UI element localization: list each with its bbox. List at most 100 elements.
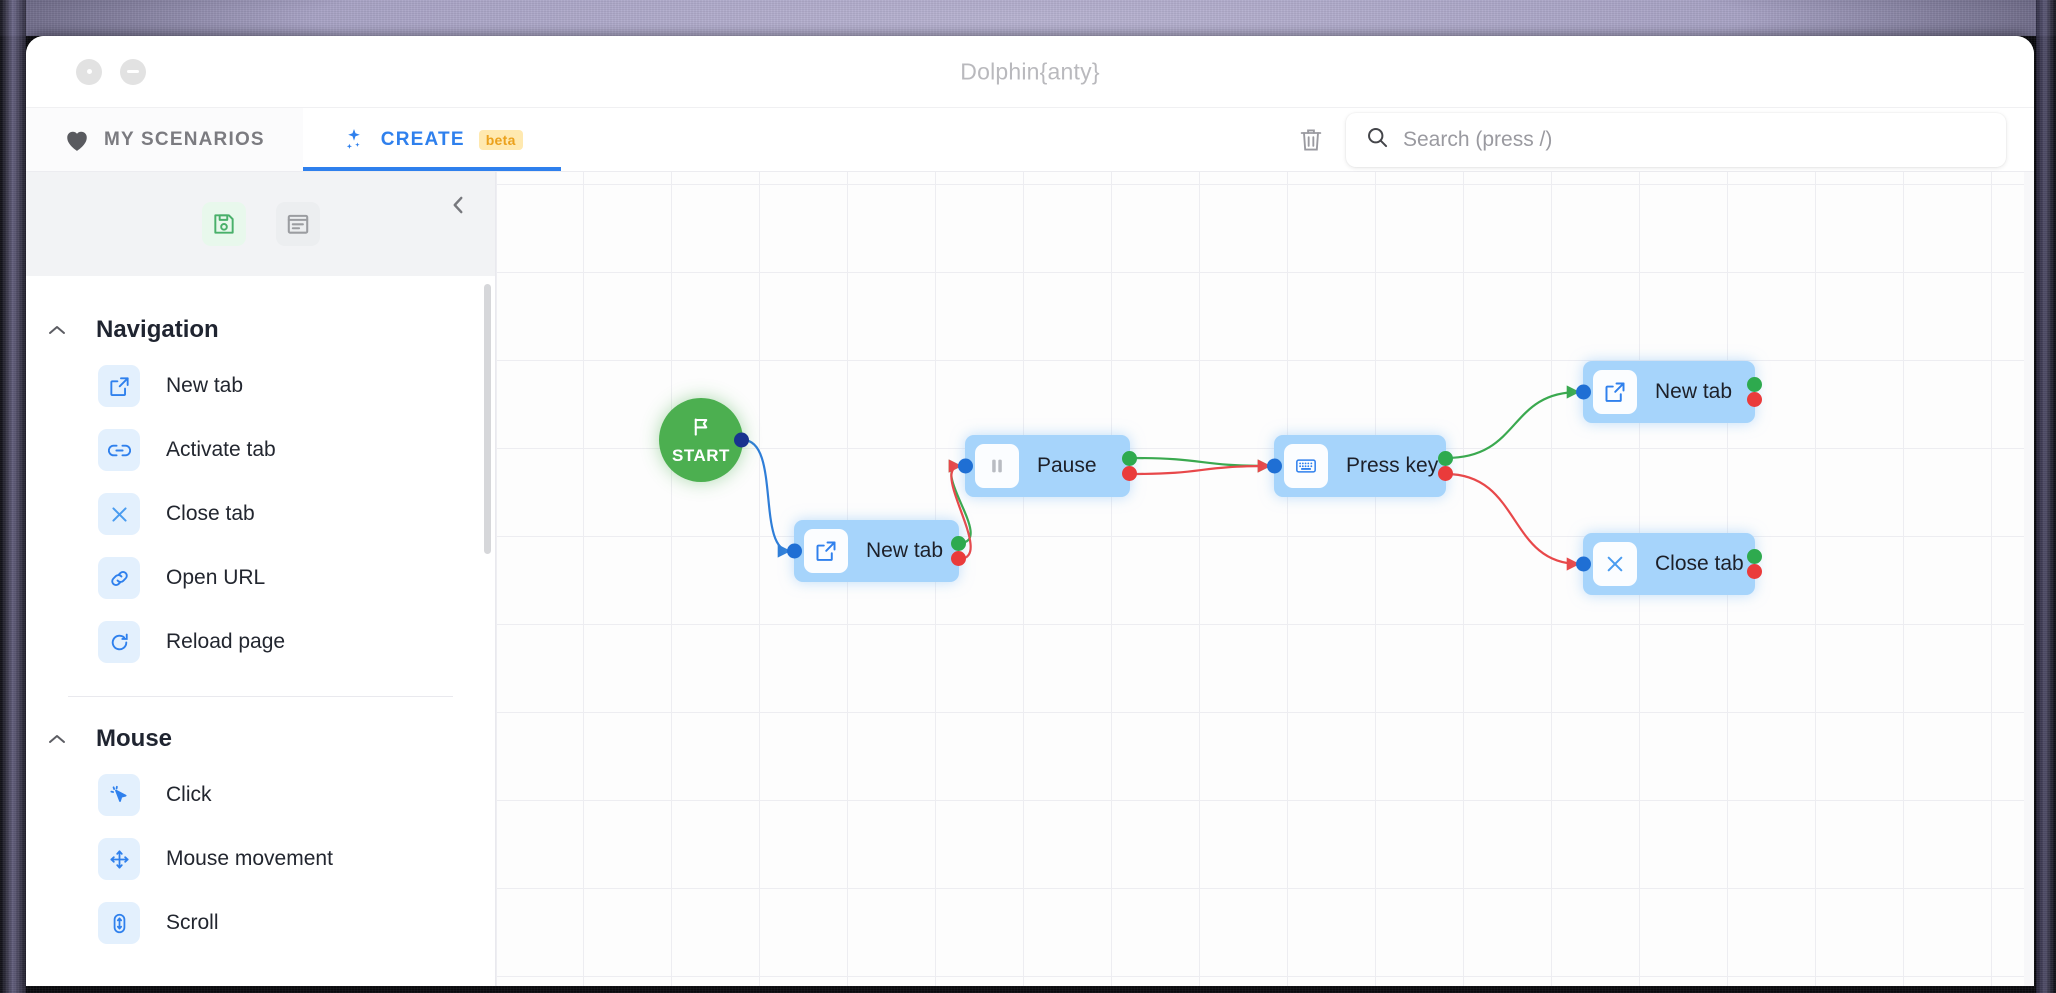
tab-my-scenarios[interactable]: MY SCENARIOS xyxy=(26,108,303,171)
sidebar-item-label: Reload page xyxy=(166,630,286,653)
wire-n3-n4-success[interactable] xyxy=(1445,385,1580,460)
sidebar-item-label: Open URL xyxy=(166,566,266,589)
node-input-port[interactable] xyxy=(1576,556,1591,572)
window-title: Dolphin{anty} xyxy=(960,58,1100,84)
tab-create[interactable]: CREATE beta xyxy=(302,108,561,171)
wallpaper-left-strip xyxy=(0,0,26,993)
sidebar-group-navigation-title: Navigation xyxy=(96,316,219,343)
node-success-port[interactable] xyxy=(1122,451,1137,466)
flow-node-label: New tab xyxy=(1655,380,1733,403)
sidebar-item-label: Click xyxy=(166,783,212,806)
search-box[interactable] xyxy=(1346,112,2006,167)
external-link-icon xyxy=(1593,370,1637,414)
search-icon xyxy=(1366,126,1389,154)
node-error-port[interactable] xyxy=(1747,392,1762,407)
sparkle-ai-icon xyxy=(341,127,367,153)
external-link-icon xyxy=(98,365,140,407)
node-input-port[interactable] xyxy=(958,458,973,474)
start-node-label: START xyxy=(672,445,730,465)
title-bar: Dolphin{anty} xyxy=(26,36,2034,108)
flow-node-n2[interactable]: Pause xyxy=(958,435,1137,497)
start-node[interactable]: START xyxy=(659,398,749,482)
app-window: Dolphin{anty} MY SCENARIOS CREATE xyxy=(26,36,2034,986)
sidebar-scroll-area[interactable]: Navigation New tab xyxy=(26,276,495,986)
connection-wires xyxy=(742,385,1580,571)
node-error-port[interactable] xyxy=(1122,466,1137,481)
sidebar-item-activate-tab[interactable]: Activate tab xyxy=(26,418,495,482)
flow-node-n4[interactable]: New tab xyxy=(1576,361,1762,423)
flow-node-n5[interactable]: Close tab xyxy=(1576,533,1762,595)
actions-sidebar: Navigation New tab xyxy=(26,172,496,986)
trash-icon[interactable] xyxy=(1294,123,1328,157)
wire-n2-n3-success[interactable] xyxy=(1129,456,1271,473)
node-success-port[interactable] xyxy=(1747,549,1762,564)
sidebar-item-new-tab[interactable]: New tab xyxy=(26,354,495,418)
node-success-port[interactable] xyxy=(951,536,966,551)
start-output-port[interactable] xyxy=(734,432,749,448)
node-success-port[interactable] xyxy=(1438,451,1453,466)
flow-node-label: Press key xyxy=(1346,454,1439,477)
close-x-icon xyxy=(1593,542,1637,586)
sidebar-group-navigation[interactable]: Navigation xyxy=(26,288,495,354)
header-actions xyxy=(1294,112,2006,167)
flow-node-label: Close tab xyxy=(1655,552,1744,575)
flag-icon xyxy=(689,415,713,444)
canvas-right-gutter xyxy=(2024,172,2034,986)
scroll-vertical-icon xyxy=(98,902,140,944)
sidebar-group-mouse-title: Mouse xyxy=(96,725,173,752)
wallpaper-right-strip xyxy=(2036,0,2056,993)
window-controls xyxy=(76,58,146,85)
node-error-port[interactable] xyxy=(1747,564,1762,579)
node-error-port[interactable] xyxy=(1438,466,1453,481)
sidebar-item-reload-page[interactable]: Reload page xyxy=(26,610,495,674)
window-button-minimize[interactable] xyxy=(120,58,146,85)
external-link-icon xyxy=(804,529,848,573)
move-arrows-icon xyxy=(98,838,140,880)
heart-icon xyxy=(64,127,90,153)
sidebar-item-label: Close tab xyxy=(166,502,255,525)
scenario-notes-button[interactable] xyxy=(275,202,320,246)
keyboard-icon xyxy=(1284,444,1328,488)
sidebar-item-mouse-movement[interactable]: Mouse movement xyxy=(26,827,495,891)
sidebar-item-click[interactable]: Click xyxy=(26,763,495,827)
sidebar-scrollbar-track[interactable] xyxy=(484,276,493,986)
link-horizontal-icon xyxy=(98,429,140,471)
flow-node-n3[interactable]: Press key xyxy=(1267,435,1453,497)
sidebar-item-open-url[interactable]: Open URL xyxy=(26,546,495,610)
sidebar-group-mouse[interactable]: Mouse xyxy=(26,697,495,763)
chevron-up-icon xyxy=(46,319,68,341)
reload-refresh-icon xyxy=(98,621,140,663)
node-error-port[interactable] xyxy=(951,551,966,566)
node-success-port[interactable] xyxy=(1747,377,1762,392)
window-button-dot[interactable] xyxy=(76,58,102,85)
tab-bar: MY SCENARIOS CREATE beta xyxy=(26,108,2034,172)
search-input[interactable] xyxy=(1403,127,1986,152)
pause-icon xyxy=(975,444,1019,488)
node-input-port[interactable] xyxy=(787,543,802,559)
sidebar-item-close-tab[interactable]: Close tab xyxy=(26,482,495,546)
flow-node-n1[interactable]: New tab xyxy=(787,520,966,582)
flow-node-label: Pause xyxy=(1037,454,1097,477)
node-input-port[interactable] xyxy=(1576,384,1591,400)
sidebar-item-scroll[interactable]: Scroll xyxy=(26,891,495,955)
sidebar-group-divider xyxy=(68,696,453,697)
sidebar-collapse-button[interactable] xyxy=(447,194,469,216)
wire-start-n1-start[interactable] xyxy=(742,438,791,558)
close-x-icon xyxy=(98,493,140,535)
sidebar-scrollbar-thumb[interactable] xyxy=(484,284,491,554)
tab-create-label: CREATE xyxy=(380,128,465,150)
node-input-port[interactable] xyxy=(1267,458,1282,474)
chevron-up-icon xyxy=(46,728,68,750)
wire-n2-n3-error[interactable] xyxy=(1129,459,1271,476)
tab-my-scenarios-label: MY SCENARIOS xyxy=(104,128,265,150)
beta-badge: beta xyxy=(478,129,523,150)
sidebar-item-label: Activate tab xyxy=(166,438,276,461)
cursor-click-icon xyxy=(98,774,140,816)
sidebar-item-label: Scroll xyxy=(166,911,219,934)
wire-n3-n5-error[interactable] xyxy=(1445,472,1580,571)
flow-node-label: New tab xyxy=(866,539,944,562)
app-body: Navigation New tab xyxy=(26,172,2034,986)
save-scenario-button[interactable] xyxy=(201,202,246,246)
